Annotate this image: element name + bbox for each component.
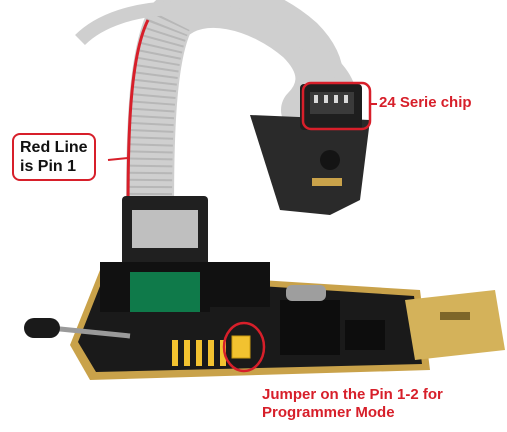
pin1-callout-line2: is Pin 1 (20, 158, 77, 176)
usb-plug (405, 290, 505, 360)
pin-header (172, 340, 226, 366)
chip-callout: 24 Serie chip (379, 94, 472, 112)
jumper-cap (231, 335, 251, 359)
programmer-pcb (70, 262, 430, 380)
jumper-callout-line1: Jumper on the Pin 1-2 for (262, 386, 443, 403)
pin1-callout: Red Line is Pin 1 (12, 133, 96, 182)
usb-slot (440, 312, 470, 320)
jumper-callout: Jumper on the Pin 1-2 for Programmer Mod… (262, 386, 443, 422)
chip-callout-label: 24 Serie chip (379, 94, 472, 111)
jumper-highlight (222, 321, 266, 373)
zif-lever (49, 325, 131, 339)
pin1-leader-line (107, 157, 129, 161)
chip-highlight (301, 81, 372, 131)
zif-lever-knob (24, 318, 60, 338)
jumper-callout-line2: Programmer Mode (262, 404, 395, 421)
pin1-callout-line1: Red Line (20, 139, 88, 156)
soic-test-clip (250, 84, 370, 215)
